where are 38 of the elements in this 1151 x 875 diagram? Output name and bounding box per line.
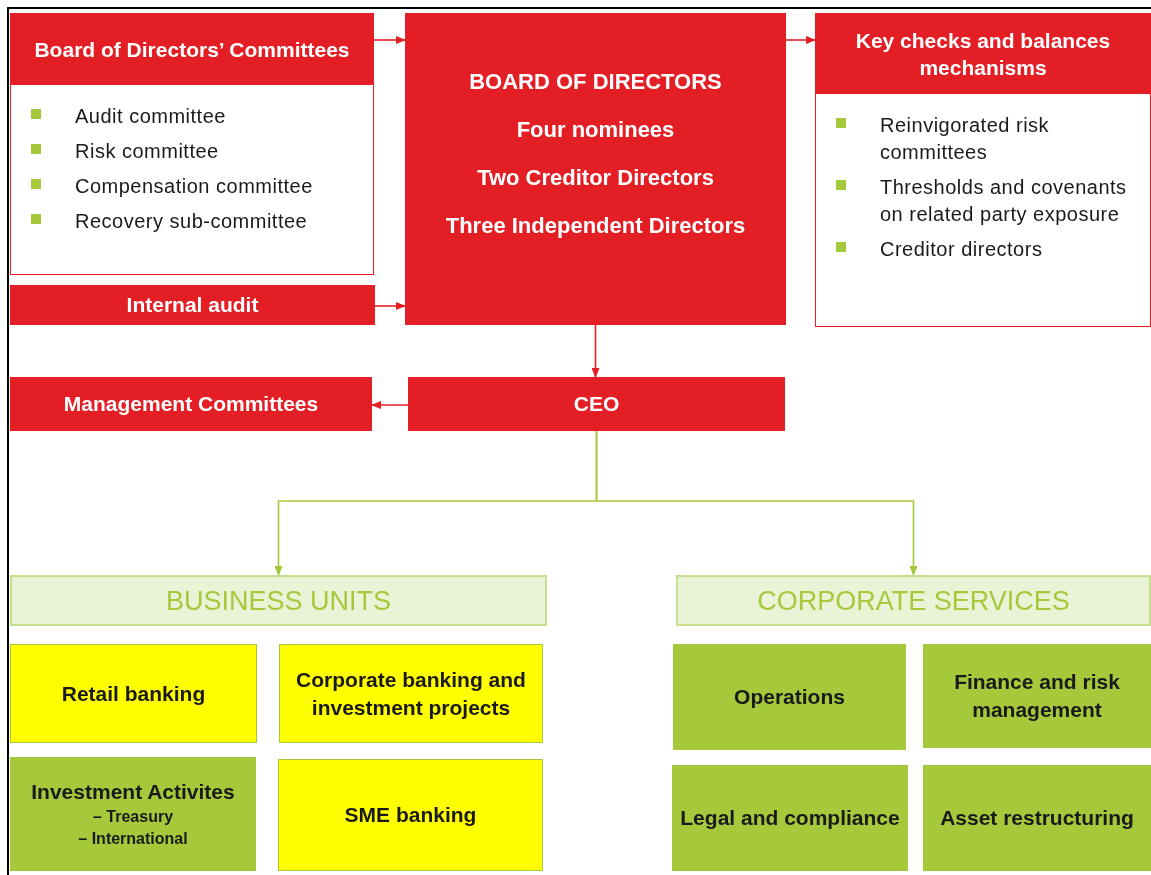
box-title: BOARD OF DIRECTORS (469, 68, 722, 96)
org-box (405, 13, 786, 325)
org-box: Operations (673, 644, 906, 750)
org-box: Retail banking (10, 644, 257, 743)
list-item: Compensation committee (75, 174, 313, 199)
list-item: Reinvigorated risk committees (880, 113, 1051, 165)
connector-arrow (591, 324, 600, 378)
panel-heading: Key checks and balances mechanisms (816, 14, 1150, 94)
box-line: – International (78, 829, 188, 849)
org-box: Finance and risk management (923, 644, 1151, 748)
list-item: Creditor directors (880, 237, 1043, 262)
org-box: Corporate banking and investment projects (279, 644, 543, 743)
group-header: CORPORATE SERVICES (676, 575, 1151, 626)
connector-arrow (785, 36, 816, 44)
box-line: Two Creditor Directors (477, 164, 714, 192)
connector-arrow (373, 36, 406, 44)
list-item: Thresholds and covenants on related party exposure (880, 175, 1128, 227)
list-panel (815, 13, 1151, 327)
org-box: Legal and compliance (672, 765, 908, 871)
org-box: Internal audit (10, 285, 375, 325)
box-line: Four nominees (516, 116, 675, 144)
connector-arrow (374, 302, 406, 310)
org-box: Asset restructuring (923, 765, 1151, 871)
panel-heading: Board of Directors’ Committees (11, 14, 373, 85)
org-box: CEO (408, 377, 785, 431)
connector-arrow (371, 401, 409, 409)
list-item: Risk committee (75, 139, 219, 164)
org-box: SME banking (278, 759, 543, 871)
org-box: Management Committees (10, 377, 372, 431)
org-box (10, 757, 256, 871)
group-header: BUSINESS UNITS (10, 575, 547, 626)
connector-arrow (595, 430, 918, 576)
box-line: – Treasury (92, 807, 174, 827)
list-item: Recovery sub-committee (75, 209, 308, 234)
box-title: Investment Activites (31, 779, 235, 805)
list-item: Audit committee (75, 104, 226, 129)
list-panel (10, 13, 374, 275)
box-line: Three Independent Directors (445, 212, 746, 240)
